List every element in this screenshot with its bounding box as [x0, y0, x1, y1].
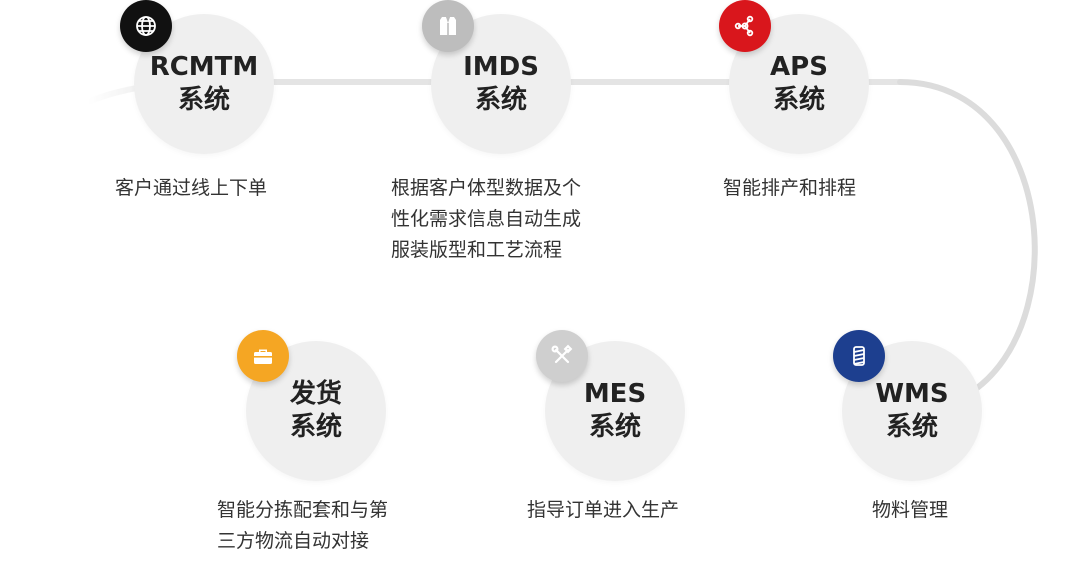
node-title-suffix: 系统: [289, 412, 342, 442]
description-line: 物料管理: [872, 499, 949, 521]
share-nodes-icon: [719, 0, 771, 52]
node-title: MES: [583, 379, 647, 409]
aps-description: 智能排产和排程: [723, 173, 856, 204]
node-title: RCMTM: [149, 52, 259, 82]
description-line: 指导订单进入生产: [527, 499, 680, 521]
toolbox-icon: [237, 330, 289, 382]
description-line: 服装版型和工艺流程: [391, 239, 563, 261]
shipping-description: 智能分拣配套和与第 三方物流自动对接: [217, 495, 388, 557]
wms-description: 物料管理: [872, 495, 948, 526]
description-line: 根据客户体型数据及个: [391, 177, 582, 199]
node-title-suffix: 系统: [474, 85, 527, 115]
node-title-suffix: 系统: [772, 85, 825, 115]
suit-icon: [422, 0, 474, 52]
description-line: 智能分拣配套和与第: [217, 499, 389, 521]
node-title: 发货: [289, 379, 342, 409]
rcmtm-description: 客户通过线上下单: [115, 173, 267, 204]
imds-description: 根据客户体型数据及个 性化需求信息自动生成 服装版型和工艺流程: [391, 173, 581, 266]
node-title-suffix: 系统: [588, 412, 641, 442]
globe-icon: [120, 0, 172, 52]
description-line: 三方物流自动对接: [217, 530, 370, 552]
description-line: 性化需求信息自动生成: [391, 208, 582, 230]
description-line: 智能排产和排程: [723, 177, 857, 199]
thread-spool-icon: [833, 330, 885, 382]
mes-description: 指导订单进入生产: [527, 495, 679, 526]
node-title: APS: [770, 52, 828, 82]
node-title: IMDS: [463, 52, 539, 82]
node-title: WMS: [875, 379, 949, 409]
tools-icon: [536, 330, 588, 382]
node-title-suffix: 系统: [885, 412, 938, 442]
imds-system-node: IMDS 系统: [431, 14, 571, 154]
node-title-suffix: 系统: [177, 85, 230, 115]
description-line: 客户通过线上下单: [115, 177, 268, 199]
